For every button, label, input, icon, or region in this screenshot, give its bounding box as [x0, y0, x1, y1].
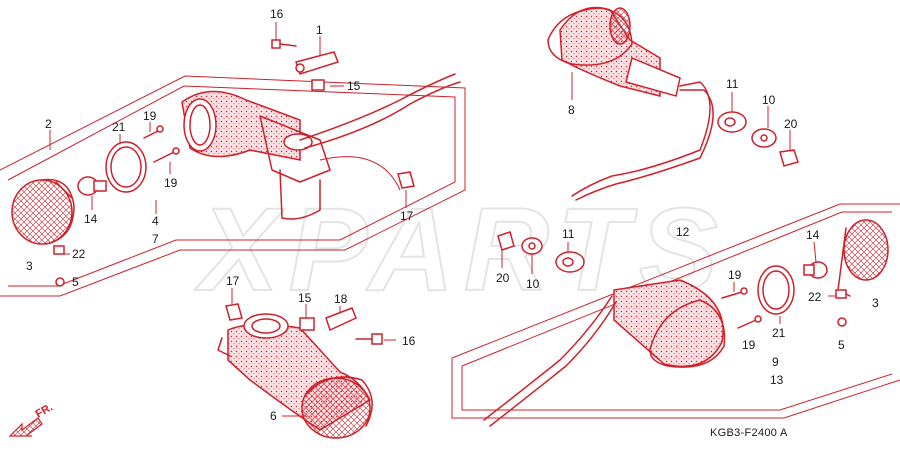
clip-part-22-b: [835, 289, 847, 299]
label-10-mid: 10: [526, 277, 540, 291]
bulb-part-14-b: [803, 261, 828, 279]
label-5-a: 5: [72, 275, 79, 289]
washer-part-10-mid: [521, 237, 543, 255]
label-13: 13: [770, 373, 784, 387]
screw-part-19-d: [737, 315, 762, 329]
gasket-part-21-b: [757, 265, 795, 315]
stay-part-18: [325, 307, 357, 332]
label-5-b: 5: [838, 338, 845, 352]
front-direction-marker: FR.: [8, 401, 55, 437]
collar-part-15-bottom: [299, 317, 315, 331]
lower-winker-assembly: [217, 303, 383, 439]
label-21-a: 21: [112, 120, 126, 134]
washer-part-10-top: [751, 128, 777, 148]
housing-part-9: [483, 279, 726, 427]
nut-part-20-mid: [497, 231, 515, 251]
label-11-top: 11: [726, 77, 739, 91]
label-15-bottom: 15: [298, 291, 312, 305]
label-2: 2: [45, 117, 52, 131]
part-labels: 16 1 15 2 19 21 19 14 4 7 17 22 3 5 8 11…: [26, 7, 879, 423]
collar-part-15-top: [311, 79, 325, 91]
diagram-code: KGB3-F2400 A: [710, 427, 788, 439]
lens-part-3: [11, 178, 75, 245]
label-16-top: 16: [270, 7, 284, 21]
front-marker-label: FR.: [34, 401, 55, 420]
bolt-part-16-top: [271, 39, 297, 49]
label-3-b: 3: [872, 296, 879, 310]
grommet-part-11-top: [717, 111, 747, 133]
label-19-c: 19: [728, 268, 742, 282]
label-17-bottom: 17: [226, 274, 240, 288]
label-17-right: 17: [400, 209, 414, 223]
label-19-b: 19: [164, 176, 178, 190]
bolt-part-16-bottom: [355, 333, 383, 345]
left-winker-assembly: [0, 39, 466, 297]
label-1: 1: [316, 23, 323, 37]
label-9: 9: [772, 355, 779, 369]
gasket-part-21: [105, 141, 147, 193]
screw-part-5-b: [837, 317, 847, 327]
label-10-top: 10: [762, 93, 776, 107]
screw-part-19-b: [153, 147, 180, 163]
nut-part-17-right: [397, 171, 415, 189]
label-19-d: 19: [742, 338, 756, 352]
label-20-mid: 20: [496, 271, 510, 285]
label-15-top: 15: [347, 79, 361, 93]
label-3-a: 3: [26, 259, 33, 273]
leader-lines: [49, 22, 836, 417]
label-16-bottom: 16: [402, 334, 416, 348]
bulb-part-14: [77, 176, 107, 196]
nut-part-17-bottom: [225, 303, 243, 321]
clip-part-22-a: [53, 245, 65, 255]
label-20-top: 20: [784, 117, 798, 131]
label-11-mid: 11: [562, 227, 575, 241]
label-12: 12: [676, 225, 690, 239]
label-21-b: 21: [772, 326, 786, 340]
label-18: 18: [334, 292, 348, 306]
label-14-b: 14: [806, 228, 820, 242]
label-8: 8: [568, 103, 575, 117]
screw-part-5-a: [55, 277, 65, 287]
screw-part-19-c: [721, 287, 748, 299]
label-6: 6: [270, 409, 277, 423]
screw-part-19-a: [143, 125, 164, 139]
rear-winker-assembly-top: [547, 6, 799, 201]
nut-part-20-top: [779, 149, 799, 167]
grommet-part-11-mid: [555, 251, 585, 273]
label-22-a: 22: [72, 247, 86, 261]
housing-part-4: [181, 90, 331, 220]
label-4: 4: [152, 214, 159, 228]
label-14-a: 14: [84, 212, 98, 226]
label-22-b: 22: [808, 290, 822, 304]
label-7: 7: [152, 232, 159, 246]
lens-part-3-b: [837, 219, 889, 297]
label-19-a: 19: [143, 109, 157, 123]
stay-part-1: [295, 51, 339, 75]
